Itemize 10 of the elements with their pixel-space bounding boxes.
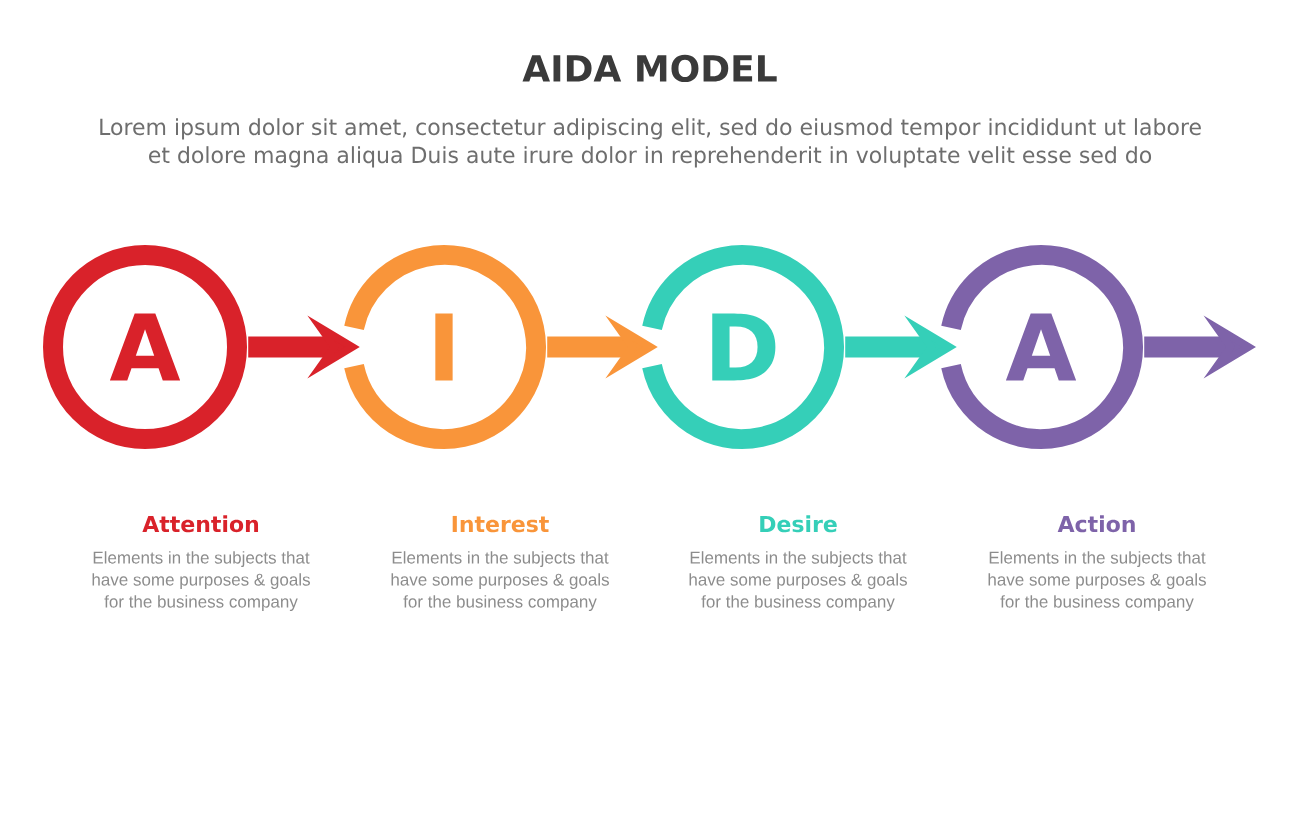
stage-description: Elements in the subjects that have some purposes & goals for the business company <box>391 551 609 612</box>
stage-description: Elements in the subjects that have some purposes & goals for the business company <box>689 551 907 612</box>
stage-heading: Interest <box>452 515 549 533</box>
stage-heading: Desire <box>760 515 837 533</box>
stage-heading: Action <box>1057 515 1135 533</box>
subtitle: Lorem ipsum dolor sit amet, consectetur adipiscing elit, sed do eiusmod tempor incididunt ut labore et dolore magna aliqua Duis aute irure dolor in reprehenderit in voluptate velit esse sed do <box>100 118 1201 168</box>
stage-description: Elements in the subjects that have some purposes & goals for the business company <box>92 551 310 612</box>
stage-heading: Attention <box>142 515 259 533</box>
title: AIDA MODEL <box>522 54 777 82</box>
stage-description: Elements in the subjects that have some purposes & goals for the business company <box>988 551 1206 612</box>
